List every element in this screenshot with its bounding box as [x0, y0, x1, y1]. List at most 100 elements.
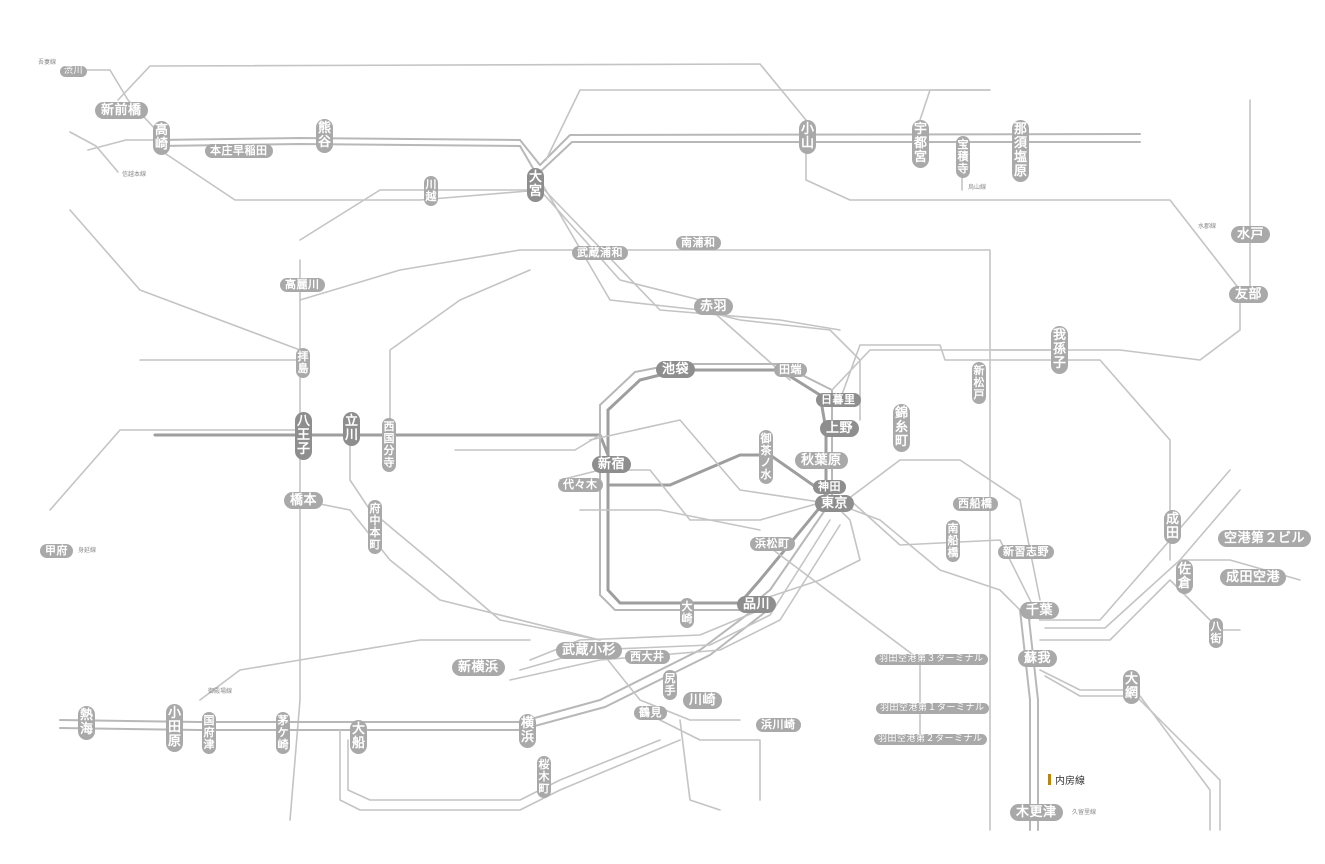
line-keihin-north [539, 189, 791, 381]
station-takasaki[interactable]: 高崎 [153, 121, 170, 155]
legend-uchibo-line: 内房線 [1048, 772, 1085, 787]
station-honjowaseda[interactable]: 本庄早稲田 [205, 144, 273, 158]
station-yoyogi[interactable]: 代々木 [558, 478, 603, 492]
line-narita-2 [1044, 489, 1241, 629]
station-hoshakuji[interactable]: 宝積寺 [956, 136, 970, 178]
legend-label: 内房線 [1055, 776, 1085, 787]
station-chigasaki[interactable]: 茅ケ崎 [276, 712, 290, 754]
station-ueno[interactable]: 上野 [820, 420, 860, 437]
station-tabata[interactable]: 田端 [774, 363, 807, 377]
station-shinmatsudo[interactable]: 新松戸 [972, 362, 986, 404]
line-hachiko-north [159, 149, 541, 201]
line-kawagoe [299, 189, 541, 241]
station-chiba[interactable]: 千葉 [1020, 602, 1060, 619]
station-mito[interactable]: 水戸 [1231, 226, 1271, 243]
station-hamakawasaki[interactable]: 浜川崎 [756, 718, 801, 732]
label-shinetsu-line: 信越本線 [122, 171, 147, 178]
line-tokaido-east [759, 499, 861, 601]
station-odawara[interactable]: 小田原 [166, 704, 183, 752]
station-minamiurawa[interactable]: 南浦和 [676, 236, 721, 250]
station-komagawa[interactable]: 高麗川 [280, 278, 325, 292]
station-shinyokohama[interactable]: 新横浜 [452, 659, 505, 676]
station-hashimoto[interactable]: 橋本 [284, 492, 324, 509]
line-musashino [299, 249, 991, 831]
station-fuchuhonmachi[interactable]: 府中本町 [368, 500, 382, 554]
station-kinshicho[interactable]: 錦糸町 [893, 404, 910, 452]
station-haneda-t2[interactable]: 羽田空港第２ターミナル [874, 734, 987, 745]
line-keiyo [839, 504, 1031, 621]
station-nishioi[interactable]: 西大井 [625, 650, 670, 664]
station-yokohama[interactable]: 横浜 [519, 714, 536, 748]
station-shitte[interactable]: 尻手 [663, 670, 677, 700]
station-kumagaya[interactable]: 熊谷 [316, 119, 333, 153]
station-hachioji[interactable]: 八王子 [295, 412, 312, 460]
station-tsurumi[interactable]: 鶴見 [634, 706, 667, 720]
label-minobu-line: 身延線 [78, 547, 97, 554]
line-sobu-east [1039, 579, 1241, 641]
station-hamamatsucho[interactable]: 浜松町 [750, 537, 795, 551]
station-ofuna[interactable]: 大船 [350, 720, 367, 754]
station-tomobe[interactable]: 友部 [1229, 286, 1269, 303]
station-kawasaki[interactable]: 川崎 [683, 692, 723, 709]
station-shinjuku[interactable]: 新宿 [592, 456, 632, 473]
line-chuo-2 [454, 434, 601, 451]
station-osaki[interactable]: 大崎 [680, 598, 694, 628]
station-abiko[interactable]: 我孫子 [1051, 326, 1068, 374]
line-keihin-south [529, 609, 761, 661]
station-tachikawa[interactable]: 立川 [343, 412, 360, 446]
station-tokyo[interactable]: 東京 [815, 495, 855, 512]
station-omiya[interactable]: 大宮 [527, 168, 544, 202]
line-nanbu [299, 499, 601, 641]
station-kanda[interactable]: 神田 [813, 480, 846, 494]
station-haneda-t3[interactable]: 羽田空港第３ターミナル [875, 654, 988, 665]
station-akihabara[interactable]: 秋葉原 [795, 452, 848, 469]
station-ikebukuro[interactable]: 池袋 [656, 361, 696, 378]
label-kururi-line: 久留里線 [1072, 809, 1097, 816]
line-narita [1039, 469, 1231, 621]
line-tohoku-shinkansen [545, 89, 991, 161]
line-tohoku-2 [539, 141, 1141, 173]
line-sotobo-east-2 [1044, 675, 1211, 831]
station-haijima[interactable]: 拝島 [296, 348, 310, 378]
station-musashiurawa[interactable]: 武蔵浦和 [572, 246, 628, 260]
station-utsunomiya[interactable]: 宇都宮 [912, 120, 929, 168]
line-tohoku-1 [539, 133, 1141, 166]
station-nippori[interactable]: 日暮里 [816, 393, 861, 407]
station-shibukawa[interactable]: 渋川 [60, 66, 88, 77]
station-kozu[interactable]: 国府津 [202, 712, 216, 754]
station-ochanomizu[interactable]: 御茶ノ水 [759, 430, 773, 484]
station-yachimata[interactable]: 八街 [1209, 618, 1223, 648]
label-suigun-line: 水郡線 [1198, 223, 1217, 230]
label-gotemba-line: 御殿場線 [208, 688, 233, 695]
station-oami[interactable]: 大網 [1123, 670, 1140, 704]
line-yokohama [199, 639, 531, 701]
line-sotobo-1 [1019, 609, 1031, 831]
station-nasushiobara[interactable]: 那須塩原 [1012, 120, 1029, 182]
station-atami[interactable]: 熱海 [78, 706, 95, 740]
station-kofu[interactable]: 甲府 [40, 544, 73, 558]
station-sakuragicho[interactable]: 桜木町 [537, 756, 551, 798]
station-akabane[interactable]: 赤羽 [694, 298, 734, 315]
station-shinnarashino[interactable]: 新習志野 [998, 545, 1054, 559]
station-soga[interactable]: 蘇我 [1018, 650, 1058, 667]
line-shinetsu [69, 131, 119, 173]
station-shinmaebashi[interactable]: 新前橋 [95, 102, 148, 119]
station-musashikosugi[interactable]: 武蔵小杉 [556, 642, 623, 659]
station-minamifunabashi[interactable]: 南船橋 [946, 520, 960, 562]
legend-color-swatch [1048, 774, 1051, 785]
station-oyama[interactable]: 小山 [799, 120, 816, 154]
station-shinagawa[interactable]: 品川 [737, 596, 777, 613]
station-sakura[interactable]: 佐倉 [1176, 560, 1193, 594]
station-airport-terminal2[interactable]: 空港第２ビル [1218, 530, 1312, 547]
station-narita[interactable]: 成田 [1164, 510, 1181, 544]
line-musashino-south [389, 269, 531, 451]
station-kisarazu[interactable]: 木更津 [1010, 804, 1063, 821]
line-joetsu-shinkansen [117, 63, 807, 151]
station-narita-airport[interactable]: 成田空港 [1220, 569, 1287, 586]
station-nishikokubunji[interactable]: 西国分寺 [382, 418, 396, 472]
line-hachiko [289, 259, 301, 821]
station-haneda-t1[interactable]: 羽田空港第１ターミナル [876, 703, 989, 714]
station-kawagoe[interactable]: 川越 [424, 176, 438, 206]
station-nishifunabashi[interactable]: 西船橋 [953, 497, 998, 511]
